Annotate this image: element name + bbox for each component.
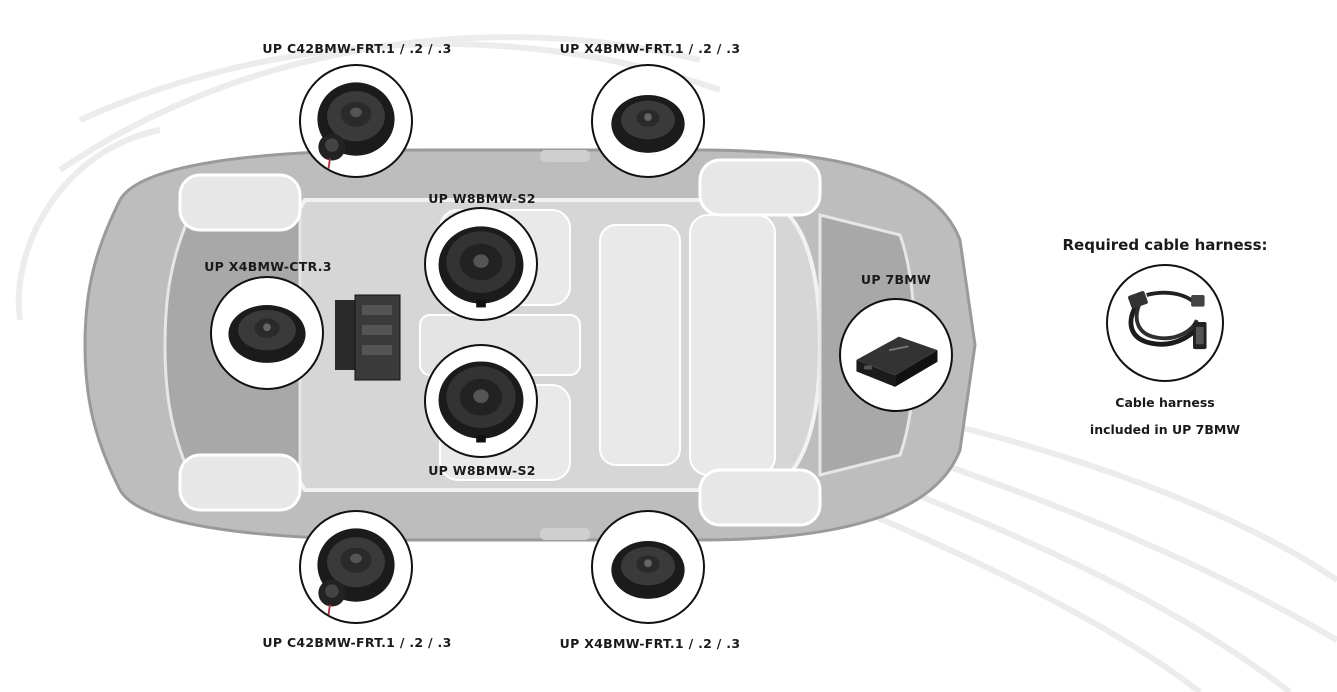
- center-speaker-bubble: [210, 276, 324, 390]
- label-front-left-component: UP C42BMW-FRT.1 / .2 / .3: [262, 41, 452, 56]
- label-rear-right-component: UP X4BMW-FRT.1 / .2 / .3: [559, 636, 741, 651]
- speaker-icon: [228, 305, 306, 363]
- harness-caption-line1: Cable harness: [1115, 395, 1215, 410]
- speaker-icon: [611, 540, 685, 599]
- front-right-component-bubble: [591, 64, 705, 178]
- speaker-icon: [317, 82, 395, 173]
- amplifier-icon: [856, 336, 938, 387]
- label-front-right-component: UP X4BMW-FRT.1 / .2 / .3: [559, 41, 741, 56]
- background-swoosh-lines: [15, 34, 1337, 692]
- speaker-icon: [438, 361, 524, 443]
- tweeter-icon: [318, 133, 346, 173]
- tweeter-icon: [318, 579, 346, 619]
- label-rear-left-component: UP C42BMW-FRT.1 / .2 / .3: [262, 635, 452, 650]
- subwoofer-lower-bubble: [424, 344, 538, 458]
- rear-left-component-bubble: [299, 510, 413, 624]
- amplifier-bubble: [839, 298, 953, 412]
- front-left-component-bubble: [299, 64, 413, 178]
- speaker-icon: [317, 528, 395, 619]
- harness-title: Required cable harness:: [1062, 236, 1268, 254]
- label-subwoofer-upper: UP W8BMW-S2: [428, 191, 536, 206]
- label-amplifier: UP 7BMW: [860, 272, 932, 287]
- speaker-icon: [438, 226, 524, 308]
- dashboard-unit: [335, 294, 401, 381]
- subwoofer-upper-bubble: [424, 207, 538, 321]
- harness-caption-line2: included in UP 7BMW: [1089, 422, 1241, 437]
- label-subwoofer-lower: UP W8BMW-S2: [428, 463, 536, 478]
- label-center-speaker: UP X4BMW-CTR.3: [204, 259, 332, 274]
- speaker-icon: [611, 94, 685, 153]
- rear-right-component-bubble: [591, 510, 705, 624]
- cable-harness-icon: [1128, 290, 1207, 350]
- cable-harness-bubble: [1106, 264, 1224, 382]
